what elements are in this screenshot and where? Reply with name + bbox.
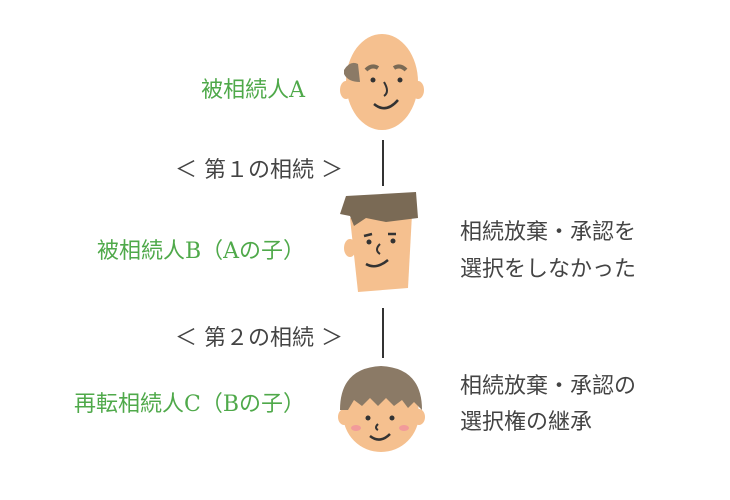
connector-line — [382, 308, 384, 358]
decedent-a-label: 被相続人A — [201, 78, 305, 103]
b-note-line-1: 相続放棄・承認を — [460, 220, 637, 245]
c-note-line-2: 選択権の継承 — [460, 410, 593, 435]
c-note-line-1: 相続放棄・承認の — [460, 374, 637, 399]
b-note-line-2: 選択をしなかった — [460, 257, 637, 282]
second-inheritance-label: ＜ 第２の相続 ＞ — [175, 326, 343, 351]
child-face-icon — [338, 366, 425, 452]
man-face-icon — [340, 192, 418, 292]
re-heir-c-label: 再転相続人C（Bの子） — [73, 392, 305, 417]
connector-line — [382, 140, 384, 186]
elderly-man-face-icon — [340, 34, 424, 130]
decedent-b-label: 被相続人B（Aの子） — [96, 239, 305, 264]
first-inheritance-label: ＜ 第１の相続 ＞ — [175, 158, 343, 183]
